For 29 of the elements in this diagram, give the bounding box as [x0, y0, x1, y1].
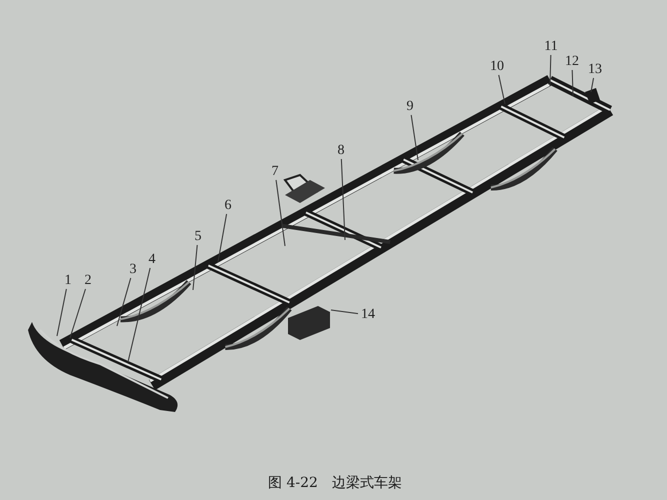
callout-number: 13 — [585, 62, 605, 78]
leader-line — [192, 244, 198, 290]
leader-line — [276, 180, 286, 246]
leader-line — [572, 70, 574, 96]
callout-number: 9 — [400, 99, 420, 115]
figure-caption: 图 4-22 边梁式车架 — [267, 474, 403, 492]
leader-line — [56, 288, 67, 336]
callout-number: 4 — [142, 252, 162, 268]
leader-line — [116, 278, 132, 326]
leader-line — [218, 214, 228, 262]
callout-number: 6 — [218, 198, 238, 214]
callout-number: 8 — [331, 143, 351, 159]
leader-line — [330, 310, 358, 314]
leader-line — [70, 288, 86, 338]
callout-number: 12 — [562, 54, 582, 70]
leader-line — [410, 114, 418, 160]
callout-number: 5 — [188, 229, 208, 245]
callout-number: 11 — [541, 39, 561, 55]
callout-number: 7 — [265, 164, 285, 180]
callout-number: 1 — [58, 273, 78, 289]
leader-line — [128, 268, 151, 362]
leader-line — [590, 78, 594, 92]
leader-line — [340, 158, 346, 240]
callout-number: 10 — [487, 59, 507, 75]
callout-number: 2 — [78, 273, 98, 289]
callout-number: 3 — [123, 262, 143, 278]
leader-line — [498, 74, 506, 104]
callout-number: 14 — [358, 307, 378, 323]
leader-line — [550, 54, 552, 86]
